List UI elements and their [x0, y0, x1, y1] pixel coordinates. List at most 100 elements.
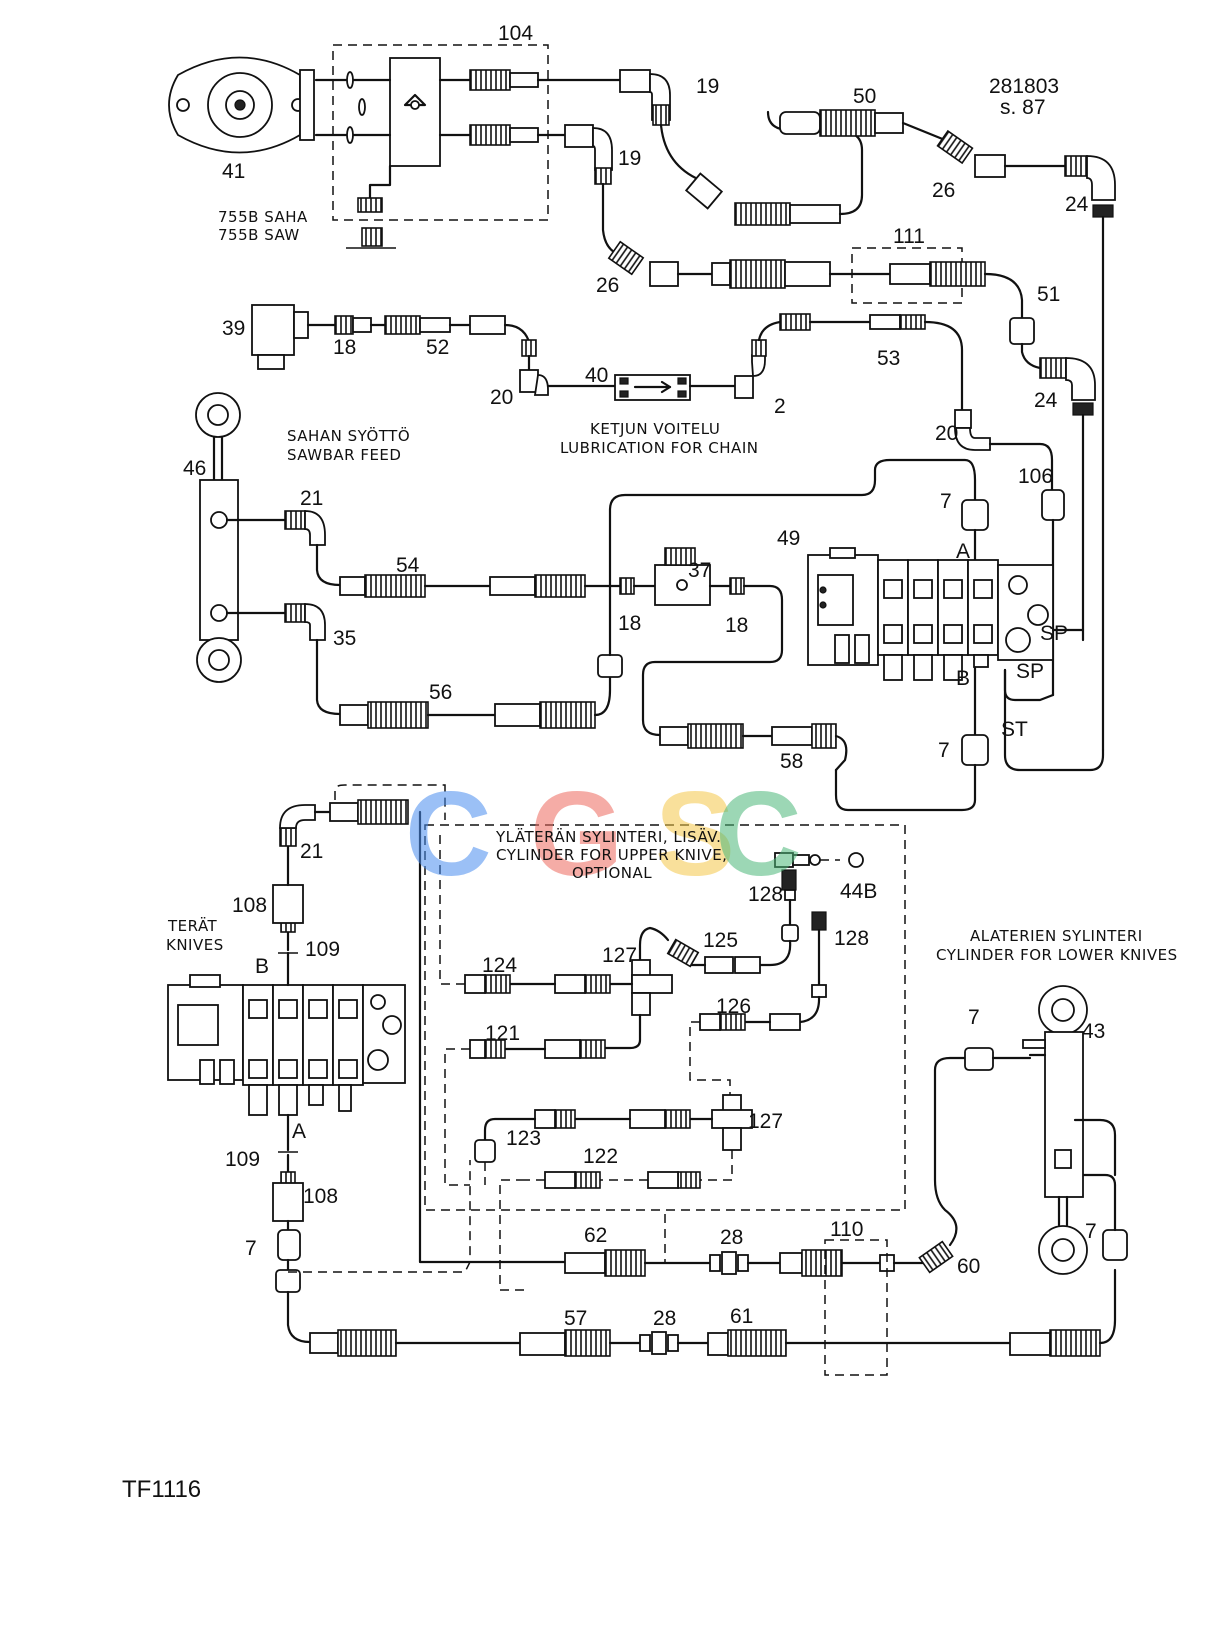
elbow-26-left — [607, 240, 892, 289]
callout-20: 20 — [490, 386, 513, 409]
knife-valve-bank — [167, 974, 406, 1116]
callout-7: 7 — [938, 739, 950, 762]
callout-7: 7 — [1085, 1220, 1097, 1243]
callout-128: 128 — [834, 927, 869, 950]
callout-125: 125 — [703, 929, 738, 952]
callout-54: 54 — [396, 554, 420, 577]
callout-104: 104 — [498, 22, 533, 45]
callout-108: 108 — [303, 1185, 338, 1208]
callout-124: 124 — [482, 954, 517, 977]
port-a-top: A — [956, 540, 970, 563]
filter-40 — [519, 320, 782, 401]
callout-21: 21 — [300, 487, 323, 510]
elbow-26-right — [901, 121, 1067, 178]
caption-upper-en: CYLINDER FOR UPPER KNIVE, — [496, 846, 727, 864]
callout-35: 35 — [333, 627, 356, 650]
valve-37 — [619, 547, 784, 722]
callout-52: 52 — [426, 336, 449, 359]
saw-motor-41 — [168, 56, 315, 154]
callout-24: 24 — [1065, 193, 1089, 216]
callout-2: 2 — [774, 395, 786, 418]
callout-18: 18 — [618, 612, 641, 635]
callout-109: 109 — [305, 938, 340, 961]
caption-sawbar-fi: SAHAN SYÖTTÖ — [287, 426, 410, 445]
saw-block-boundary-104 — [332, 44, 549, 221]
cylinder-46 — [195, 392, 287, 683]
callout-62: 62 — [584, 1224, 607, 1247]
callout-108: 108 — [232, 894, 267, 917]
fitting-7-top — [961, 499, 989, 562]
return-line-st — [1003, 668, 1105, 772]
elbow-21-upper — [284, 510, 622, 598]
port-a-left: A — [292, 1120, 306, 1143]
watermark-letter: G — [530, 767, 623, 901]
caption-lower-en: CYLINDER FOR LOWER KNIVES — [936, 946, 1178, 964]
callout-57: 57 — [564, 1307, 587, 1330]
bulkhead-boundary-110 — [824, 1239, 888, 1376]
caption-saw-fi: 755B SAHA — [218, 208, 308, 226]
saw-valve-block — [314, 57, 539, 249]
elbow-35-lower — [284, 458, 977, 729]
callout-53: 53 — [877, 347, 900, 370]
callout-46: 46 — [183, 457, 206, 480]
elbow-19-upper — [536, 69, 671, 126]
hose-126 — [689, 911, 827, 1095]
elbow-24-right — [1064, 155, 1116, 752]
line-106 — [988, 442, 1054, 492]
callout-121: 121 — [485, 1022, 520, 1045]
callout-18: 18 — [725, 614, 748, 637]
cylinder-43 — [1022, 985, 1117, 1275]
callout-7: 7 — [940, 490, 952, 513]
figure-id: TF1116 — [122, 1476, 201, 1503]
port-b-left: B — [255, 955, 269, 978]
watermark-letter: C — [715, 767, 802, 901]
caption-knives-fi: TERÄT — [167, 916, 218, 935]
captions: 755B SAHA 755B SAW SAHAN SYÖTTÖ SAWBAR F… — [122, 75, 1178, 1503]
callout-127: 127 — [748, 1110, 783, 1133]
callout-122: 122 — [583, 1145, 618, 1168]
ref-code: 281803 — [989, 75, 1059, 98]
port-labels: A B SP SP ST B A — [255, 540, 1068, 1143]
elbow-24-mid — [1039, 357, 1096, 642]
callout-60: 60 — [957, 1255, 980, 1278]
callout-37: 37 — [688, 559, 711, 582]
knife-lower-line — [272, 1113, 1128, 1357]
port-st: ST — [1001, 718, 1028, 741]
ref-page: s. 87 — [1000, 96, 1046, 119]
callout-61: 61 — [730, 1305, 753, 1328]
callout-26: 26 — [932, 179, 955, 202]
hose-assembly-50 — [684, 109, 904, 226]
callout-39: 39 — [222, 317, 245, 340]
callout-50: 50 — [853, 85, 876, 108]
watermark: C G S C — [405, 767, 802, 901]
fitting-7-lower-knives — [964, 1047, 1032, 1071]
callout-7: 7 — [245, 1237, 257, 1260]
callout-110: 110 — [830, 1218, 863, 1241]
hose-assembly-111-51 — [889, 261, 1042, 370]
port-sp-1: SP — [1040, 622, 1068, 645]
caption-knives-en: KNIVES — [166, 936, 224, 954]
hose-58 — [641, 718, 848, 772]
callout-44b: 44B — [840, 880, 877, 903]
elbow-20-right — [954, 409, 991, 451]
dashed-return — [288, 1160, 471, 1273]
port-b-top: B — [956, 667, 970, 690]
caption-chain-fi: KETJUN VOITELU — [590, 420, 720, 438]
caption-upper-opt: OPTIONAL — [572, 864, 652, 882]
callout-127: 127 — [602, 944, 637, 967]
port-sp-2: SP — [1016, 660, 1044, 683]
callout-20: 20 — [935, 422, 958, 445]
caption-saw-en: 755B SAW — [218, 226, 300, 244]
callout-41: 41 — [222, 160, 245, 183]
callout-56: 56 — [429, 681, 452, 704]
callout-109: 109 — [225, 1148, 260, 1171]
hose-53 — [779, 313, 964, 412]
hose-122 — [499, 1150, 733, 1291]
upper-knife-boundary — [424, 824, 906, 1211]
callout-128: 128 — [748, 883, 783, 906]
callout-19: 19 — [618, 147, 641, 170]
callout-126: 126 — [716, 995, 751, 1018]
callout-19: 19 — [696, 75, 719, 98]
